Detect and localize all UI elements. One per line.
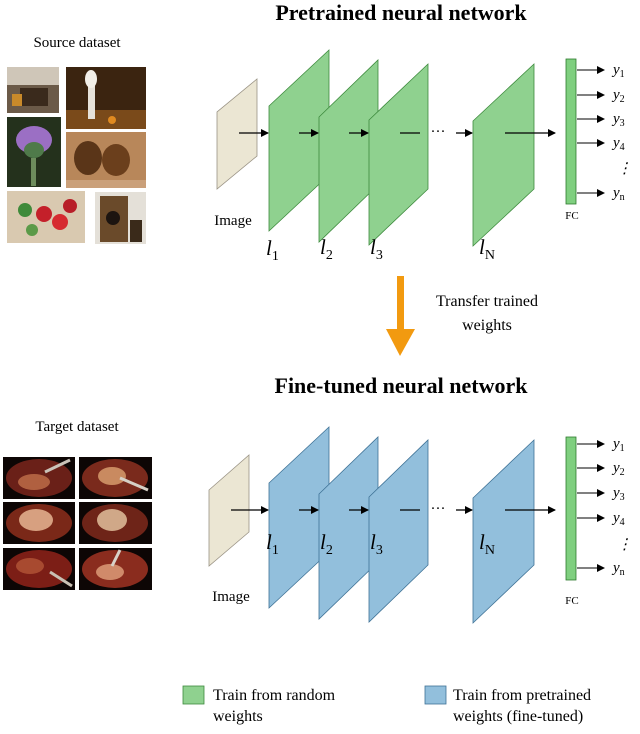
top-output-y2: y2 bbox=[611, 87, 625, 105]
top-layer-n bbox=[472, 63, 535, 247]
bottom-ellipsis: ··· bbox=[431, 501, 446, 517]
top-layer-2 bbox=[318, 59, 379, 243]
thumbnail-strawberries bbox=[7, 191, 85, 243]
bottom-output-vdots: ⋮ bbox=[617, 537, 632, 553]
top-layer-label-1: l1 bbox=[266, 236, 279, 264]
bottom-title: Fine-tuned neural network bbox=[275, 373, 529, 398]
target-dataset-thumbnails bbox=[3, 457, 152, 590]
source-dataset-label: Source dataset bbox=[33, 35, 121, 51]
transfer-arrow bbox=[386, 276, 415, 356]
target-dataset-label: Target dataset bbox=[35, 419, 119, 435]
bottom-output-labels: y1 y2 y3 y4 ⋮ yn bbox=[611, 436, 632, 578]
top-title: Pretrained neural network bbox=[275, 0, 527, 25]
surgical-thumbnail-3 bbox=[3, 502, 75, 544]
thumbnail-artichoke-flower bbox=[7, 117, 61, 187]
bottom-fc-label: FC bbox=[565, 595, 578, 607]
top-layer-label-3: l3 bbox=[370, 235, 383, 263]
bottom-output-y3: y3 bbox=[611, 485, 625, 503]
legend-random-line1: Train from random bbox=[213, 687, 336, 704]
bottom-layer-label-1: l1 bbox=[266, 530, 279, 558]
top-image-label: Image bbox=[214, 213, 252, 229]
surgical-thumbnail-5 bbox=[3, 548, 75, 590]
bottom-fc-bar bbox=[565, 436, 577, 581]
legend-swatch-pretrained bbox=[424, 685, 447, 705]
top-layer-1 bbox=[268, 49, 330, 232]
surgical-thumbnail-4 bbox=[79, 502, 152, 544]
top-output-labels: y1 y2 y3 y4 ⋮ yn bbox=[611, 62, 632, 203]
legend-swatch-random bbox=[182, 685, 205, 705]
top-layer-label-2: l2 bbox=[320, 235, 333, 263]
thumbnail-bears bbox=[66, 132, 146, 188]
bottom-image-label: Image bbox=[212, 589, 250, 605]
top-layer-3 bbox=[368, 63, 429, 246]
bottom-network-layers bbox=[268, 426, 535, 624]
top-output-y4: y4 bbox=[611, 135, 625, 153]
legend: Train from random weights Train from pre… bbox=[182, 685, 591, 725]
bottom-output-yn: yn bbox=[611, 560, 625, 578]
top-ellipsis: ··· bbox=[431, 124, 446, 140]
legend-pretrained-line1: Train from pretrained bbox=[453, 687, 591, 704]
surgical-thumbnail-6 bbox=[79, 548, 152, 590]
surgical-thumbnail-2 bbox=[79, 457, 152, 499]
thumbnail-room bbox=[7, 67, 59, 113]
thumbnail-mushroom bbox=[66, 67, 146, 129]
input-image-plane-top bbox=[216, 78, 258, 190]
thumbnail-clock bbox=[95, 192, 146, 244]
bottom-layer-1 bbox=[268, 426, 330, 609]
top-fc-label: FC bbox=[565, 210, 578, 222]
bottom-output-y2: y2 bbox=[611, 460, 625, 478]
bottom-layer-3 bbox=[368, 439, 429, 623]
bottom-layer-labels: l1 l2 l3 lN bbox=[266, 530, 495, 558]
bottom-layer-label-2: l2 bbox=[320, 530, 333, 558]
top-fc-bar bbox=[565, 58, 577, 205]
top-output-yn: yn bbox=[611, 185, 625, 203]
legend-pretrained-line2: weights (fine-tuned) bbox=[453, 708, 583, 725]
top-output-vdots: ⋮ bbox=[617, 161, 632, 177]
top-output-y3: y3 bbox=[611, 111, 625, 129]
bottom-output-arrows bbox=[577, 440, 605, 572]
transfer-label-line1: Transfer trained bbox=[436, 293, 538, 310]
transfer-label-line2: weights bbox=[462, 317, 512, 334]
bottom-layer-label-n: lN bbox=[479, 530, 495, 558]
legend-random-line2: weights bbox=[213, 708, 263, 725]
top-output-arrows bbox=[577, 66, 605, 197]
top-layer-labels: l1 l2 l3 lN bbox=[266, 235, 495, 264]
top-output-y1: y1 bbox=[611, 62, 625, 80]
bottom-output-y4: y4 bbox=[611, 510, 625, 528]
top-layer-label-n: lN bbox=[479, 235, 495, 263]
bottom-layer-label-3: l3 bbox=[370, 530, 383, 558]
bottom-output-y1: y1 bbox=[611, 436, 625, 454]
top-network-layers bbox=[268, 49, 535, 247]
bottom-layer-2 bbox=[318, 436, 379, 620]
source-dataset-thumbnails bbox=[7, 67, 146, 244]
bottom-layer-n bbox=[472, 439, 535, 624]
surgical-thumbnail-1 bbox=[3, 457, 75, 499]
input-image-plane-bottom bbox=[208, 454, 250, 567]
